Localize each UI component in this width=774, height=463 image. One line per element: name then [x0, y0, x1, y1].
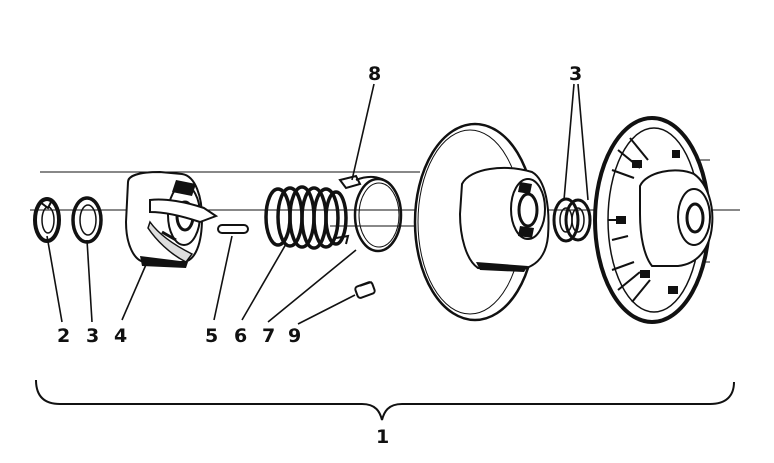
ring-7 — [353, 177, 403, 253]
callout-numbers: 1 2 3 4 5 6 7 9 8 3 — [57, 63, 582, 448]
callout-2: 2 — [57, 325, 70, 347]
callout-7: 7 — [262, 325, 275, 347]
leader-lines — [46, 83, 589, 325]
roller-pair — [552, 197, 592, 243]
callout-8: 8 — [368, 63, 381, 85]
assembly-brace — [35, 379, 735, 421]
callout-6: 6 — [234, 325, 247, 347]
screw — [354, 281, 376, 299]
callout-1: 1 — [376, 426, 389, 448]
callout-4: 4 — [114, 325, 127, 347]
washer — [71, 196, 103, 244]
callout-3-second: 3 — [569, 63, 582, 85]
retaining-ring — [33, 197, 61, 243]
callout-9: 9 — [288, 325, 301, 347]
callout-3: 3 — [86, 325, 99, 347]
spring — [264, 185, 350, 250]
callout-5: 5 — [205, 325, 218, 347]
clip-8 — [338, 174, 385, 190]
movable-sheave — [413, 122, 550, 322]
pin — [217, 224, 249, 234]
cam — [124, 170, 219, 268]
fixed-sheave — [593, 116, 714, 324]
